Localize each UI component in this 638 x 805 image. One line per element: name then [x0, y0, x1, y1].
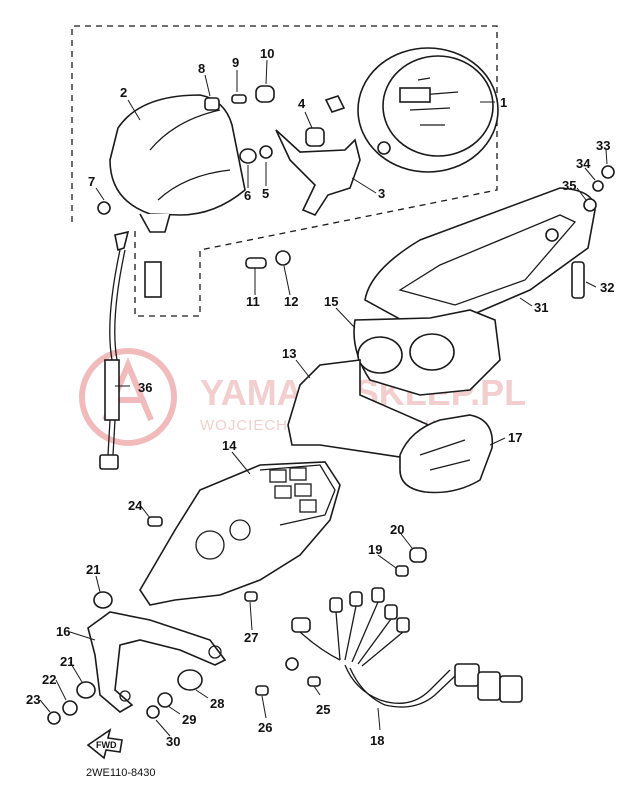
callout-30: 30 [166, 734, 180, 749]
screw-part-24 [147, 516, 163, 527]
callout-4: 4 [298, 96, 306, 111]
screw-part-26 [255, 685, 269, 696]
yamaha-logo-watermark [79, 348, 177, 446]
callout-13: 13 [282, 346, 296, 361]
callout-11: 11 [246, 294, 260, 309]
callout-17: 17 [508, 430, 522, 445]
bulb-socket-part-8 [204, 97, 220, 111]
washer-part-5 [259, 145, 273, 159]
callout-29: 29 [182, 712, 196, 727]
washer-part-29 [157, 692, 173, 708]
callout-21-upper: 21 [86, 562, 100, 577]
bulb-part-9 [231, 94, 247, 104]
lower-case-part-14 [139, 461, 341, 606]
fwd-label: FWD [96, 740, 117, 750]
bulb-cover-part-10 [255, 85, 275, 103]
callout-25: 25 [316, 702, 330, 717]
damper-part-28 [177, 669, 203, 691]
callout-6: 6 [244, 188, 251, 203]
callout-31: 31 [534, 300, 548, 315]
callout-26: 26 [258, 720, 272, 735]
callout-7: 7 [88, 174, 95, 189]
callout-2: 2 [120, 85, 127, 100]
callout-33: 33 [596, 138, 610, 153]
wire-harness-part-18 [285, 587, 523, 708]
callout-35: 35 [562, 178, 576, 193]
nut-part-35 [583, 198, 597, 212]
stay-bracket-part-16 [87, 611, 227, 713]
meter-bracket-part-3 [275, 129, 361, 216]
speedometer-cable-part-36 [99, 230, 162, 470]
washer-part-12 [275, 250, 291, 266]
callout-9: 9 [232, 55, 239, 70]
callout-36: 36 [138, 380, 152, 395]
callout-10: 10 [260, 46, 274, 61]
callout-5: 5 [262, 186, 269, 201]
callout-16: 16 [56, 624, 70, 639]
callout-12: 12 [284, 294, 298, 309]
bulb-part-19 [395, 565, 409, 577]
diagram-code: 2WE110-8430 [86, 767, 156, 779]
meter-assembly-part-1 [324, 47, 499, 173]
callout-14: 14 [222, 438, 237, 453]
callout-19: 19 [368, 542, 382, 557]
assembly-boundary [71, 25, 498, 317]
meter-panel-part-31 [364, 187, 596, 331]
screw-part-27 [244, 591, 258, 602]
callout-15: 15 [324, 294, 338, 309]
callout-28: 28 [210, 696, 224, 711]
callout-18: 18 [370, 733, 384, 748]
forward-direction-arrow: FWD [86, 728, 123, 760]
screw-part-7 [97, 201, 111, 215]
damper-part-21-upper [93, 591, 113, 609]
nut-part-30 [146, 705, 160, 719]
callout-21-lower: 21 [60, 654, 74, 669]
screw-part-25 [307, 676, 321, 687]
callout-8: 8 [198, 61, 205, 76]
callout-22: 22 [42, 672, 56, 687]
grommet-part-6 [239, 148, 257, 164]
screw-part-11 [245, 257, 267, 269]
bulb-cover-part-20 [409, 547, 427, 563]
meter-case [109, 94, 246, 233]
callout-27: 27 [244, 630, 258, 645]
callout-34: 34 [576, 156, 591, 171]
callout-20: 20 [390, 522, 404, 537]
screw-part-33 [601, 165, 615, 179]
leader-lines [39, 59, 608, 737]
indicator-plate-part-17 [399, 414, 494, 494]
damper-part-21-lower [76, 681, 96, 699]
callout-23: 23 [26, 692, 40, 707]
callout-32: 32 [600, 280, 614, 295]
callout-1: 1 [500, 95, 507, 110]
rod-part-32 [571, 261, 585, 299]
callout-24: 24 [128, 498, 143, 513]
nut-part-23 [47, 711, 61, 725]
collar-part-22 [62, 700, 78, 716]
callout-labels: 1 2 3 4 5 6 7 8 9 10 11 12 13 14 15 16 1… [26, 46, 614, 749]
meter-cover-part-15 [353, 309, 501, 396]
washer-part-34 [592, 180, 604, 192]
collar-part-4 [305, 127, 325, 147]
callout-3: 3 [378, 186, 385, 201]
